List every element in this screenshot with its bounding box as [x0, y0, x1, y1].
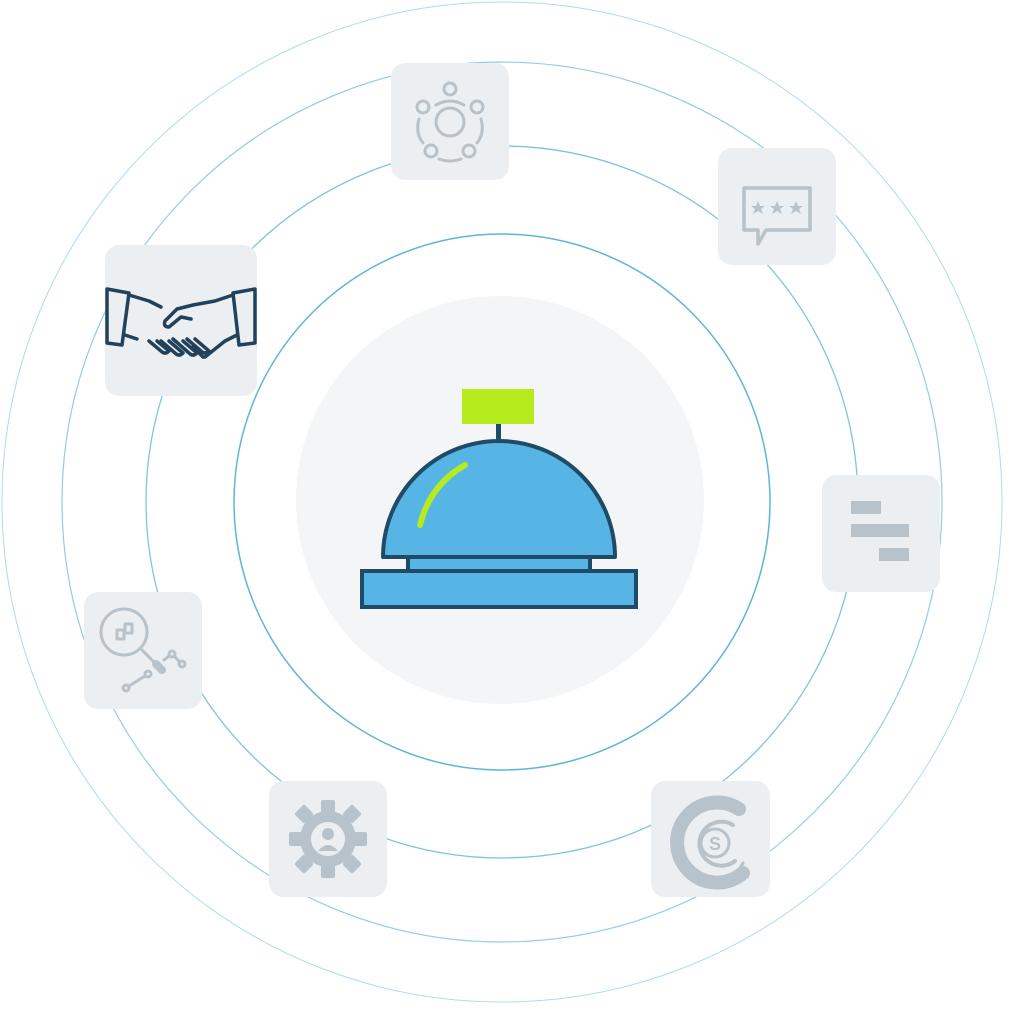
tile-community[interactable] [391, 63, 509, 180]
orbit-ring-third [61, 61, 943, 943]
community-circle-icon [415, 81, 485, 163]
rating-stars-chat-icon [742, 186, 812, 246]
tile-coin[interactable]: S [651, 781, 770, 897]
orbit-ring-inner [233, 233, 771, 771]
search-analytics-icon [99, 607, 187, 693]
tile-handshake[interactable] [105, 245, 257, 396]
service-bell-icon [360, 389, 638, 609]
handshake-icon [105, 287, 257, 359]
svg-text:S: S [709, 834, 721, 854]
tile-gear-user[interactable] [269, 781, 387, 897]
tile-text-layout[interactable] [822, 475, 940, 592]
gear-user-icon [289, 800, 367, 878]
tile-ratings[interactable] [718, 148, 836, 265]
orbit-ring-outer [1, 1, 1003, 1003]
coin-spiral-icon: S [670, 795, 750, 890]
tile-search-analytics[interactable] [84, 592, 202, 709]
text-align-bars-icon [851, 501, 909, 561]
